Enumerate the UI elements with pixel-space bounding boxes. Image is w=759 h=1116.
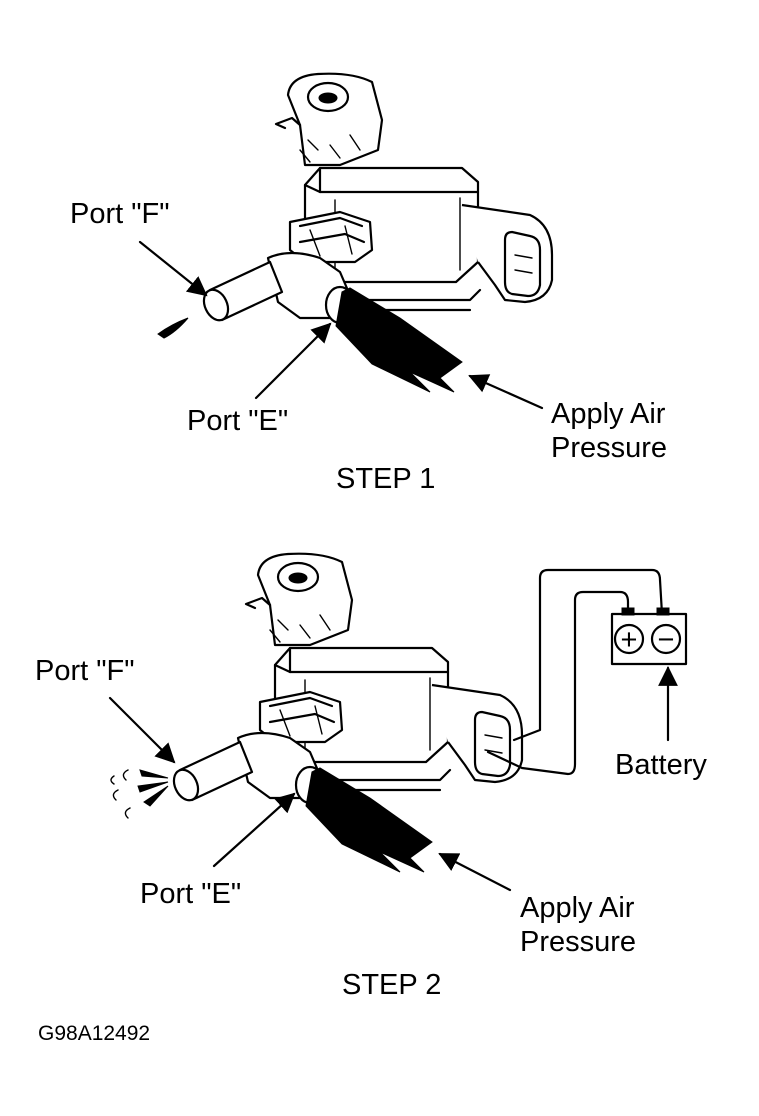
pressure-label-step1-line2: Pressure: [551, 432, 667, 464]
figure-code: G98A12492: [38, 1022, 150, 1045]
battery-plus-symbol: +: [621, 624, 638, 656]
battery-label: Battery: [615, 749, 707, 781]
battery-icon: + −: [610, 607, 688, 666]
port-f-leader-step1: [138, 240, 208, 297]
port-f-leader-step2: [108, 696, 176, 764]
solenoid-valve-step1: [198, 72, 554, 394]
port-f-label-step2: Port "F": [35, 655, 135, 687]
pressure-label-step2-line1: Apply Air: [520, 892, 635, 924]
pressure-label-step2-line2: Pressure: [520, 926, 636, 958]
port-e-leader-step1: [254, 322, 332, 400]
step-2-group: + − Port "F" Port "E" Battery Apply Air …: [35, 552, 707, 1001]
air-drop-icon: [157, 317, 189, 339]
step-2-title: STEP 2: [342, 969, 441, 1001]
pressure-label-step1-line1: Apply Air: [551, 398, 666, 430]
battery-wire-positive: [512, 568, 664, 742]
step-1-title: STEP 1: [336, 463, 435, 495]
battery-minus-symbol: −: [658, 624, 675, 656]
battery-wire-negative: [486, 590, 630, 776]
step-1-group: Port "F" Port "E" Apply Air Pressure STE…: [70, 72, 667, 495]
pressure-arrow-step1: [468, 374, 544, 410]
port-f-label-step1: Port "F": [70, 198, 170, 230]
air-spray-icon: [110, 769, 169, 819]
pressure-arrow-step2: [438, 852, 512, 892]
port-e-leader-step2: [212, 792, 296, 868]
port-e-label-step2: Port "E": [140, 878, 241, 910]
port-e-label-step1: Port "E": [187, 405, 288, 437]
solenoid-valve-step2: [168, 552, 524, 874]
